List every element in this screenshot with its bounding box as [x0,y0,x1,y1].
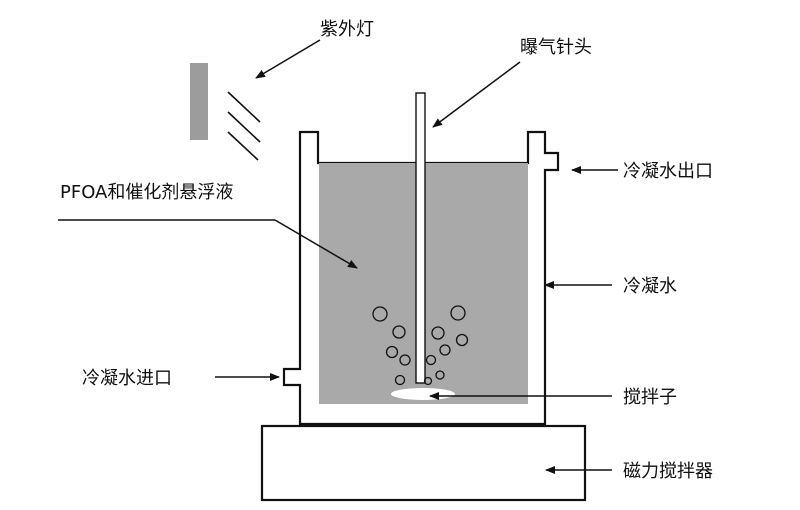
pointer-arrows [58,39,618,474]
bubble [394,374,406,386]
label-cooling-water-outlet: 冷凝水出口 [623,161,713,182]
bubble [450,305,466,321]
bubble [392,325,406,339]
arrow-uv-lamp [255,39,321,79]
arrow-suspension [274,219,358,269]
stir-bar [391,388,455,400]
gas-bubbles [372,305,469,386]
uv-lamp [190,63,208,140]
uv-light-rays [227,91,261,161]
bubble [385,345,399,359]
label-cooling-water-inlet: 冷凝水进口 [82,368,172,389]
bubble [399,354,411,366]
bubble [435,370,445,380]
label-cooling-water: 冷凝水 [623,276,677,297]
bubble [423,376,433,386]
bubble [455,333,469,347]
bubble [439,344,451,356]
aeration-needle [415,92,426,384]
magnetic-stirrer-base [260,424,587,502]
bubble [431,326,445,340]
label-suspension: PFOA和催化剂悬浮液 [60,182,233,203]
label-uv-lamp: 紫外灯 [320,19,374,40]
arrow-aeration-needle [432,61,521,128]
bubble [372,306,388,322]
label-stir-bar: 搅拌子 [623,387,677,408]
bubble [425,354,437,366]
label-aeration-needle: 曝气针头 [520,37,592,58]
label-magnetic-stirrer: 磁力搅拌器 [623,461,713,482]
